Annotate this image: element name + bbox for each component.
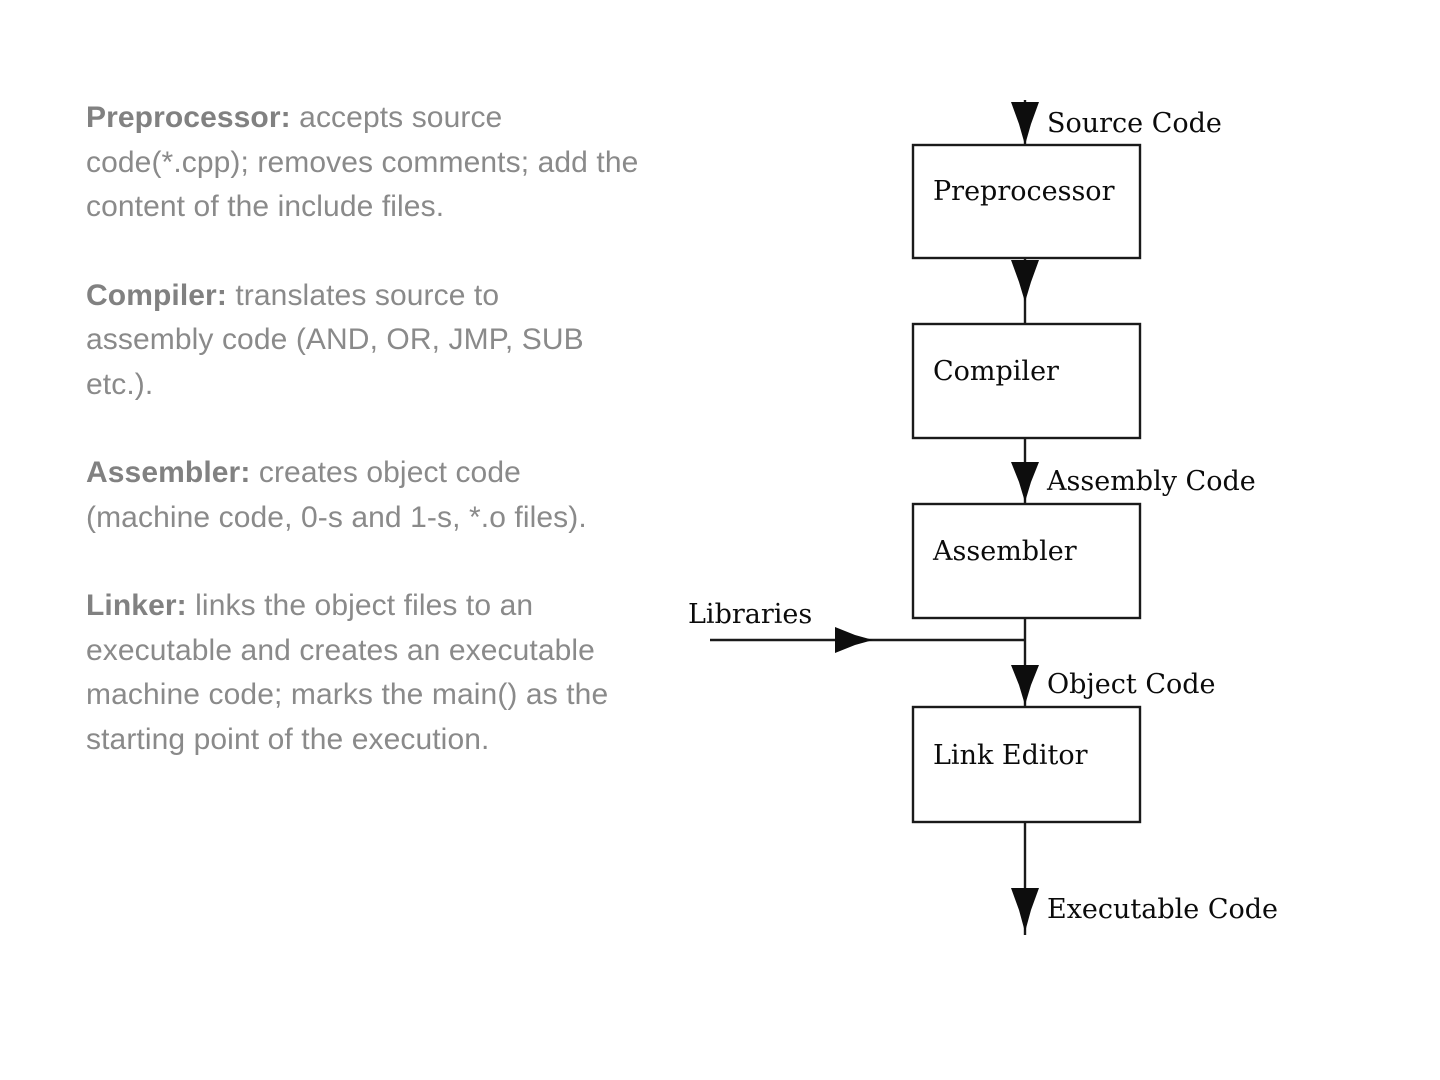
paragraph-lead-preprocessor: Preprocessor: — [86, 101, 291, 134]
assembler-box-rect — [911, 502, 1142, 620]
paragraph-preprocessor: Preprocessor: accepts source code(*.cpp)… — [86, 96, 661, 230]
paragraph-body-assembler: creates object code (machine code, 0-s a… — [86, 456, 587, 534]
preprocessor-compiler-arrowhead-icon — [1011, 260, 1039, 302]
box-label-preprocessor: Preprocessor — [933, 176, 1115, 207]
box-label-compiler: Compiler — [933, 356, 1059, 387]
paragraph-linker: Linker: links the object files to an exe… — [86, 584, 661, 762]
explanation-text-column: Preprocessor: accepts source code(*.cpp)… — [86, 96, 666, 762]
box-assembler[interactable]: Assembler — [911, 502, 1142, 620]
box-label-assembler: Assembler — [932, 536, 1077, 567]
edge-label-source-code: Source Code — [1047, 108, 1222, 139]
edge-label-executable-code: Executable Code — [1047, 894, 1278, 925]
preprocessor-box-rect — [911, 143, 1142, 260]
link-editor-box-rect — [911, 705, 1142, 824]
edge-source-code: Source Code — [1011, 100, 1222, 145]
edge-label-object-code: Object Code — [1047, 669, 1216, 700]
paragraph-assembler: Assembler: creates object code (machine … — [86, 451, 646, 540]
box-label-link-editor: Link Editor — [933, 740, 1088, 771]
edge-assembly-code: Assembly Code — [1011, 438, 1256, 504]
compiler-box-rect — [911, 322, 1142, 440]
edge-object-code: Object Code — [1011, 618, 1216, 707]
paragraph-body-linker: links the object files to an executable … — [86, 589, 609, 756]
paragraph-lead-linker: Linker: — [86, 589, 187, 622]
libraries-arrowhead-icon — [835, 627, 873, 653]
paragraph-body-compiler: translates source to assembly code (AND,… — [86, 278, 584, 401]
edge-label-assembly-code: Assembly Code — [1046, 466, 1256, 497]
edge-libraries: Libraries — [688, 599, 1025, 653]
compilation-pipeline-diagram: Source Code Preprocessor Compiler Assemb… — [680, 90, 1320, 960]
box-link-editor[interactable]: Link Editor — [911, 705, 1142, 824]
edge-executable-code: Executable Code — [1011, 822, 1278, 935]
paragraph-body-preprocessor: accepts source code(*.cpp); removes comm… — [86, 101, 639, 223]
object-code-arrowhead-icon — [1011, 665, 1039, 705]
edge-label-libraries: Libraries — [688, 599, 812, 630]
source-code-arrowhead-icon — [1011, 102, 1039, 145]
paragraph-lead-assembler: Assembler: — [86, 456, 251, 489]
paragraph-lead-compiler: Compiler: — [86, 278, 227, 312]
paragraph-compiler: Compiler: translates source to assembly … — [86, 274, 616, 408]
box-compiler[interactable]: Compiler — [911, 322, 1142, 440]
box-preprocessor[interactable]: Preprocessor — [911, 143, 1142, 260]
executable-code-arrowhead-icon — [1011, 888, 1039, 932]
edge-preprocessor-to-compiler — [1011, 258, 1039, 324]
assembly-code-arrowhead-icon — [1011, 462, 1039, 502]
